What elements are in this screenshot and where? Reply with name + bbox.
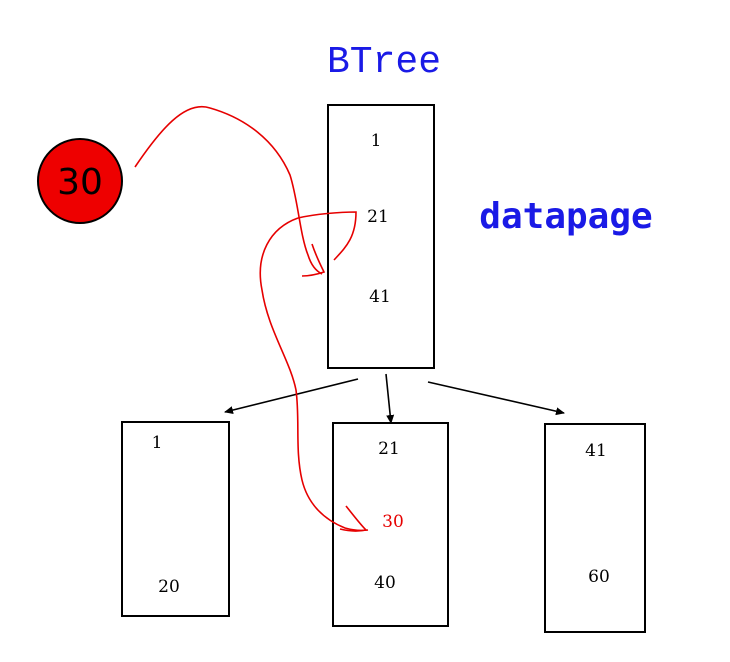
right-key-1: 41: [585, 441, 607, 461]
left-key-2: 20: [158, 577, 180, 597]
root-node-box: [327, 104, 435, 369]
datapage-label: datapage: [479, 196, 652, 237]
middle-key-inserted: 30: [382, 512, 404, 532]
insert-path-curve-2: [259, 217, 369, 532]
insert-path-arrowhead-1: [301, 243, 326, 277]
root-node: 1 21 41: [327, 104, 435, 369]
right-key-2: 60: [588, 567, 610, 587]
left-key-1: 1: [152, 433, 163, 453]
insert-path-curve-1: [134, 105, 323, 275]
insert-key-circle: 30: [37, 138, 123, 224]
pointer-arrow-right: [427, 381, 565, 416]
middle-key-3: 40: [374, 573, 396, 593]
pointer-arrow-middle: [385, 373, 395, 424]
root-key-3: 41: [369, 287, 391, 307]
insert-key-label: 30: [57, 162, 103, 203]
root-key-1: 1: [371, 131, 382, 151]
compare-loop: [297, 211, 357, 261]
child-node-left-box: [121, 421, 230, 617]
child-node-left: 1 20: [121, 421, 230, 617]
middle-key-1: 21: [378, 439, 400, 459]
child-node-right: 41 60: [544, 423, 646, 633]
pointer-arrow-left: [224, 378, 359, 414]
root-key-2: 21: [367, 207, 389, 227]
child-node-middle-box: [332, 422, 449, 627]
child-node-right-box: [544, 423, 646, 633]
insert-key-circle-shape: [37, 138, 123, 224]
insert-path-arrowhead-2: [339, 505, 368, 532]
child-node-middle: 21 30 40: [332, 422, 449, 627]
diagram-title: BTree: [327, 41, 441, 84]
